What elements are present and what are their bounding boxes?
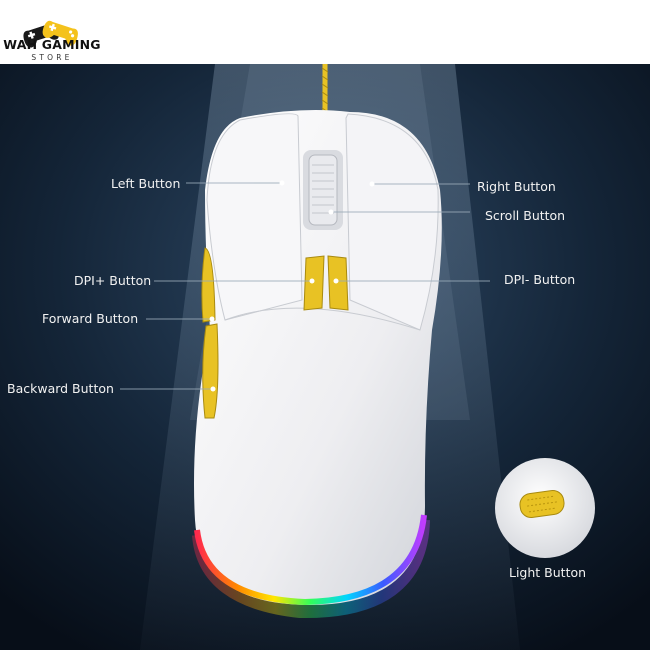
backward-button-label: Backward Button	[7, 381, 114, 396]
store-header: WAH GAMING STORE	[0, 0, 650, 64]
scroll-button-label: Scroll Button	[485, 208, 566, 223]
gamepad-icon	[23, 20, 78, 48]
forward-button-label: Forward Button	[42, 311, 139, 326]
dpi-plus-label: DPI+ Button	[74, 273, 152, 288]
right-button-label: Right Button	[477, 179, 556, 194]
dpi-minus-label: DPI- Button	[504, 272, 576, 287]
mouse-scene	[0, 64, 650, 650]
left-button-label: Left Button	[111, 176, 181, 191]
light-button-label: Light Button	[509, 565, 587, 580]
store-tagline: STORE	[31, 53, 73, 62]
store-name: WAH GAMING	[3, 37, 101, 52]
